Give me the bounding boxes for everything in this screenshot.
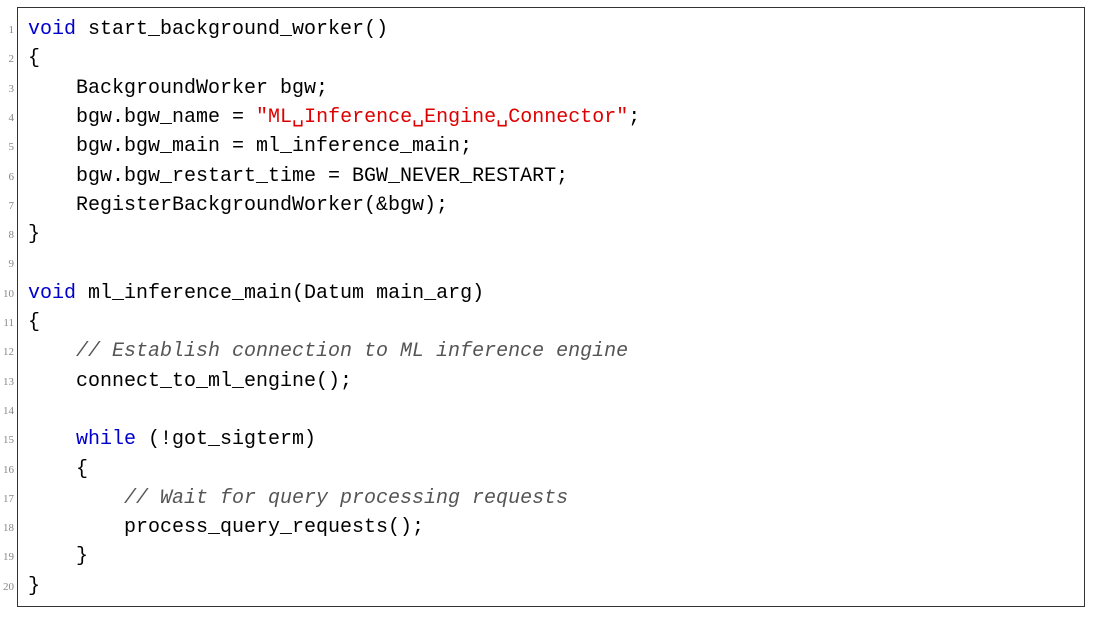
line-code: BackgroundWorker bgw;: [76, 74, 328, 103]
line-code: while (!got_sigterm): [76, 425, 316, 454]
code-token: }: [28, 223, 41, 247]
code-line: 2{: [9, 44, 1084, 73]
code-line: 14: [3, 396, 1084, 425]
code-token: }: [76, 545, 89, 569]
line-code: }: [76, 542, 88, 571]
code-line: 3 BackgroundWorker bgw;: [9, 74, 1084, 103]
code-line: 19}: [3, 542, 1084, 571]
code-line: 1 void start_background_worker(): [9, 15, 1084, 44]
line-number: 15: [3, 434, 14, 447]
line-code: {: [76, 455, 88, 484]
line-number: 8: [8, 229, 15, 242]
comment-token: // Wait for query processing requests: [124, 486, 569, 510]
code-line: 8}: [9, 220, 1084, 249]
code-line: 18 process_query_requests();: [3, 513, 1084, 542]
line-code: connect_to_ml_engine();: [76, 367, 352, 396]
code-token: ;: [628, 105, 641, 129]
code-token: bgw.bgw_name =: [76, 105, 257, 129]
line-number: 6: [8, 170, 15, 183]
code-token: {: [28, 47, 41, 71]
code-token: bgw.bgw_main = ml_inference_main;: [76, 135, 473, 159]
line-code: {: [28, 308, 40, 337]
line-number: 10: [3, 287, 14, 300]
line-code: process_query_requests();: [124, 513, 424, 542]
code-line: 5 bgw.bgw_main = ml_inference_main;: [9, 132, 1084, 161]
keyword-token: void: [28, 18, 77, 41]
line-number: 19: [3, 551, 14, 564]
line-code: void start_background_worker(): [28, 15, 388, 44]
code-token: BackgroundWorker bgw;: [76, 76, 329, 100]
line-code: bgw.bgw_main = ml_inference_main;: [76, 132, 472, 161]
line-number: 1: [8, 24, 15, 36]
comment-token: // Establish connection to ML inference …: [76, 340, 629, 364]
code-token: connect_to_ml_engine();: [76, 369, 353, 393]
line-code: // Wait for query processing requests: [124, 484, 568, 513]
line-number: 17: [3, 492, 14, 505]
line-number: 3: [8, 82, 15, 95]
code-line: 6 bgw.bgw_restart_time = BGW_NEVER_RESTAR…: [9, 162, 1084, 191]
code-token: process_query_requests();: [124, 516, 425, 540]
code-token: RegisterBackgroundWorker(&bgw);: [76, 193, 449, 217]
keyword-token: void: [28, 281, 77, 305]
code-token: bgw.bgw_restart_time = BGW_NEVER_RESTART…: [76, 164, 569, 188]
line-number: 14: [3, 404, 14, 417]
line-number: 7: [8, 199, 15, 212]
code-line: 11 {: [3, 308, 1084, 337]
line-number: 2: [8, 53, 15, 66]
line-code: }: [28, 572, 40, 601]
line-code: bgw.bgw_restart_time = BGW_NEVER_RESTART…: [76, 162, 568, 191]
line-number: 16: [3, 463, 14, 476]
code-line: 17 // Wait for query processing requests: [3, 484, 1084, 513]
code-line: 4 bgw.bgw_name = "ML␣Inference␣Engine␣Con…: [9, 103, 1084, 132]
line-code: RegisterBackgroundWorker(&bgw);: [76, 191, 448, 220]
line-number: 13: [3, 375, 14, 388]
string-literal-token: "ML␣Inference␣Engine␣Connector": [256, 105, 629, 129]
line-number: 11: [3, 317, 14, 329]
code-line: 13 connect_to_ml_engine();: [3, 367, 1084, 396]
keyword-token: while: [76, 428, 137, 452]
line-number: 5: [8, 141, 15, 154]
line-code: bgw.bgw_name = "ML␣Inference␣Engine␣Conn…: [76, 103, 640, 132]
line-code: void ml_inference_main(Datum main_arg): [28, 279, 484, 308]
code-line: 15 while (!got_sigterm): [3, 425, 1084, 454]
code-token: ml_inference_main(Datum main_arg): [76, 281, 485, 305]
code-token: {: [28, 311, 41, 334]
code-line: 12 // Establish connection to ML inferenc…: [3, 337, 1084, 366]
code-token: (!got_sigterm): [136, 428, 317, 452]
code-token: start_background_worker(): [76, 18, 389, 41]
code-line: 9: [9, 249, 1084, 278]
code-line: 10 void ml_inference_main(Datum main_arg): [3, 279, 1084, 308]
code-line: 16 {: [3, 455, 1084, 484]
code-token: {: [76, 457, 89, 481]
code-line: 7 RegisterBackgroundWorker(&bgw);: [9, 191, 1084, 220]
line-code: // Establish connection to ML inference …: [76, 337, 628, 366]
line-number: 20: [3, 580, 14, 593]
line-number: 12: [3, 346, 14, 359]
code-token: }: [28, 574, 41, 598]
code-line: 20}: [3, 572, 1084, 601]
line-code: {: [28, 44, 40, 73]
line-number: 18: [3, 522, 14, 535]
line-number: 9: [8, 258, 15, 271]
line-code: }: [28, 220, 40, 249]
line-number: 4: [8, 111, 15, 124]
